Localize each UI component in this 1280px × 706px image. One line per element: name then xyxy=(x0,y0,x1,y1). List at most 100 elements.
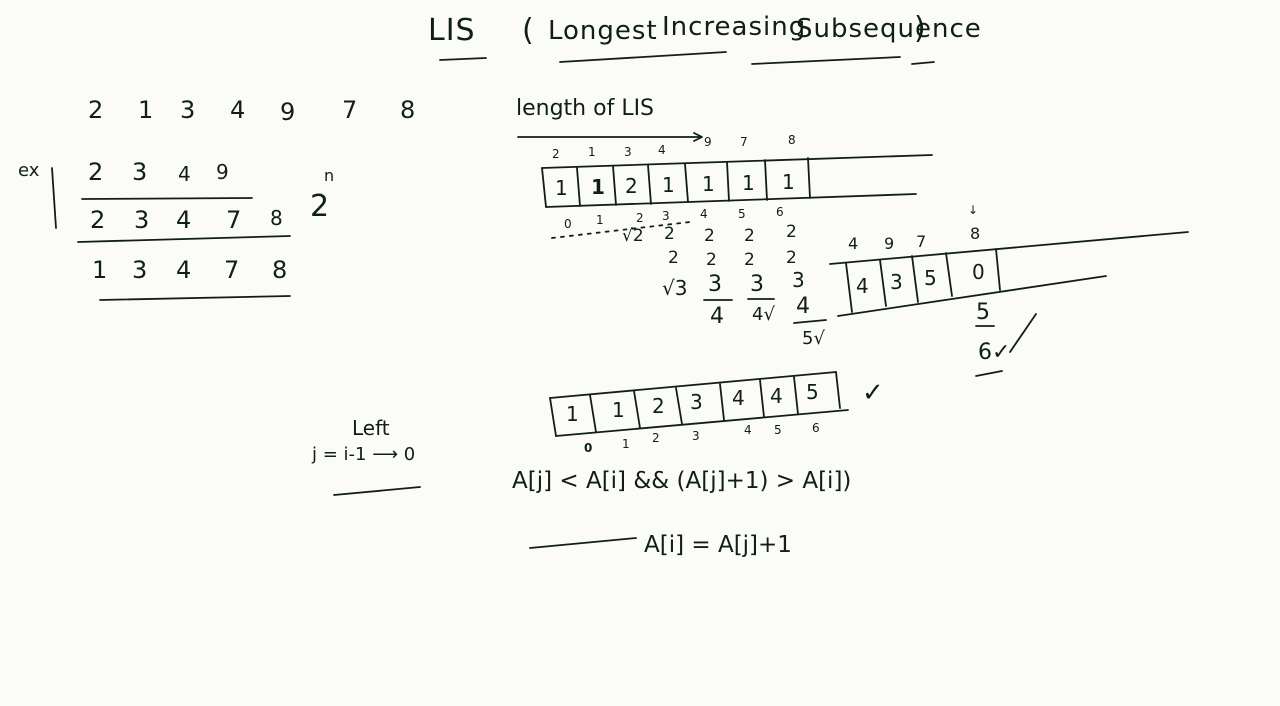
scratch-value: 2 xyxy=(786,248,797,268)
sequence-value: 2 xyxy=(88,96,104,124)
final-index: 5 xyxy=(774,423,782,437)
length-index: 6 xyxy=(776,205,784,219)
candidate-value: 8 xyxy=(270,206,283,230)
length-array-cell-border xyxy=(541,167,547,208)
length-cell: 1 xyxy=(591,175,605,199)
title-word-increasing: Increasing xyxy=(662,12,807,42)
title-word-subsequence: Subsequence xyxy=(796,14,982,44)
candidate-value: 3 xyxy=(132,158,148,186)
right-array-cell-border xyxy=(845,262,853,313)
final-array-cell-border xyxy=(719,383,725,421)
length-array-top-edge xyxy=(541,154,933,169)
length-array-cell-border xyxy=(764,159,768,201)
condition-line: A[j] < A[i] && (A[j]+1) > A[i]) xyxy=(512,468,852,494)
length-array-bottom-edge xyxy=(545,193,917,208)
scratch-value: 2 xyxy=(786,222,797,242)
final-array-cell-border xyxy=(835,371,841,409)
complexity-exponent: n xyxy=(324,166,335,185)
final-cell: 1 xyxy=(612,398,625,422)
title-underline-lis xyxy=(439,57,487,61)
right-array-underline xyxy=(975,370,1003,377)
final-index: 2 xyxy=(652,431,660,445)
candidate-value: 9 xyxy=(216,160,229,184)
length-array-cell-border xyxy=(612,165,617,206)
scratch-value: √2 xyxy=(622,226,644,246)
right-top-value: 7 xyxy=(916,232,927,251)
right-array-cell-border xyxy=(945,252,953,297)
scratch-value: 4 xyxy=(710,304,724,329)
scratch-value: 2 xyxy=(744,250,755,270)
scratch-value: 3 xyxy=(750,272,764,297)
final-array-cell-border xyxy=(549,397,557,437)
final-cell: 5 xyxy=(806,380,819,404)
right-array-cell-border xyxy=(911,255,919,303)
title-underline-longest-increasing xyxy=(559,51,727,63)
final-cell: 1 xyxy=(566,402,579,426)
length-array-cell-border xyxy=(647,164,652,205)
length-top-value: 9 xyxy=(704,135,712,149)
assignment-line: A[i] = A[j]+1 xyxy=(644,532,792,558)
right-top-value: 8 xyxy=(970,224,981,243)
right-top-value: 9 xyxy=(884,234,895,253)
loop-label: Left xyxy=(352,416,390,440)
candidate-divider-1 xyxy=(81,197,253,200)
length-cell: 1 xyxy=(702,172,715,196)
title-underline-subsequence xyxy=(751,56,901,65)
length-top-value: 1 xyxy=(588,145,596,159)
length-index: 4 xyxy=(700,207,708,221)
final-index: 3 xyxy=(692,429,700,443)
length-index: 0 xyxy=(564,217,572,231)
final-array-cell-border xyxy=(675,387,683,425)
title-close-paren: ) xyxy=(914,11,927,46)
scratch-value: 2 xyxy=(706,250,717,270)
right-top-value: 4 xyxy=(848,234,859,253)
final-cell: 2 xyxy=(652,394,665,418)
length-cell: 1 xyxy=(742,171,755,195)
right-cell: 0 xyxy=(972,260,985,284)
length-array-cell-border xyxy=(807,157,811,199)
final-array-cell-border xyxy=(633,390,641,429)
length-top-value: 2 xyxy=(552,147,560,161)
scratch-value: 2 xyxy=(744,226,755,246)
length-cell: 1 xyxy=(782,170,795,194)
candidate-value: 1 xyxy=(92,256,108,284)
title-word-longest: Longest xyxy=(548,16,658,46)
condition-underline xyxy=(529,537,637,549)
title-underline-paren xyxy=(911,61,935,65)
right-below-value: 6✓ xyxy=(978,340,1011,365)
candidate-value: 3 xyxy=(132,256,148,284)
right-array-cell-border xyxy=(995,248,1001,291)
candidate-divider-3 xyxy=(99,295,291,301)
candidate-divider-2 xyxy=(77,235,291,243)
right-array-cell-border xyxy=(879,259,887,307)
length-cell: 1 xyxy=(662,173,675,197)
candidate-value: 2 xyxy=(88,158,104,186)
final-index: 1 xyxy=(622,437,630,451)
title-open-paren: ( xyxy=(522,13,535,48)
ex-bracket xyxy=(51,167,57,229)
scratch-value: 2 xyxy=(704,226,715,246)
sequence-value: 7 xyxy=(342,96,358,124)
right-cell: 3 xyxy=(890,270,903,294)
final-index: 0 xyxy=(584,441,593,455)
left-loop-underline xyxy=(333,486,421,496)
sequence-value: 9 xyxy=(280,98,296,126)
lis-heading-arrow xyxy=(693,132,703,142)
candidate-value: 3 xyxy=(134,206,150,234)
length-top-value: 3 xyxy=(624,145,632,159)
candidate-value: 4 xyxy=(176,206,192,234)
arrow-down-icon: ↓ xyxy=(968,203,979,217)
final-check-icon: ✓ xyxy=(862,378,884,408)
candidate-value: 7 xyxy=(224,256,240,284)
length-index: 2 xyxy=(636,211,644,225)
loop-expression: j = i-1 ⟶ 0 xyxy=(312,444,416,465)
candidate-value: 7 xyxy=(226,206,242,234)
final-index: 4 xyxy=(744,423,752,437)
scratch-value: 5√ xyxy=(802,328,825,349)
final-array-top-edge xyxy=(549,371,837,399)
length-top-value: 8 xyxy=(788,133,796,147)
candidate-value: 2 xyxy=(90,206,106,234)
length-array-cell-border xyxy=(726,161,730,202)
length-cell: 1 xyxy=(555,176,568,200)
